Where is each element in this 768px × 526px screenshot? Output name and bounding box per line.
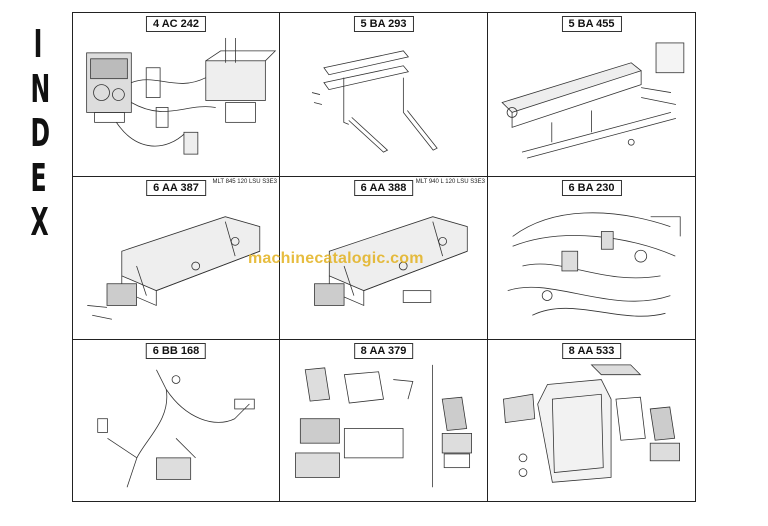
chassis-diagram — [75, 197, 277, 335]
index-cell-engine[interactable]: 4 AC 242 — [73, 13, 280, 177]
watermark: machinecatalogic.com — [248, 250, 424, 267]
hydraulic-diagram — [490, 197, 693, 335]
index-letter: N — [30, 66, 51, 111]
index-cell-chassis-940[interactable]: 6 AA 388 MLT 940 L 120 LSU S3E3 — [280, 177, 488, 340]
index-cell-seat[interactable]: 8 AA 379 — [280, 340, 488, 501]
index-letter: X — [30, 200, 49, 244]
index-cell-boom[interactable]: 5 BA 455 — [488, 13, 695, 177]
index-cell-chassis-845[interactable]: 6 AA 387 MLT 845 120 LSU S3E3 — [73, 177, 280, 340]
part-code-label: 8 AA 533 — [561, 343, 622, 359]
part-code-label: 8 AA 379 — [353, 343, 414, 359]
model-subtitle: MLT 940 L 120 LSU S3E3 — [415, 179, 485, 185]
parts-index-grid: 4 AC 242 5 BA 293 — [72, 12, 696, 502]
part-code-label: 5 BA 293 — [353, 16, 414, 32]
forks-diagram — [282, 33, 485, 172]
cab-diagram — [490, 360, 693, 497]
part-code-label: 6 BB 168 — [145, 343, 207, 359]
chassis-diagram — [282, 197, 485, 335]
index-letter: I — [33, 22, 43, 66]
index-cell-cab[interactable]: 8 AA 533 — [488, 340, 695, 501]
index-cell-forks[interactable]: 5 BA 293 — [280, 13, 488, 177]
model-subtitle: MLT 845 120 LSU S3E3 — [212, 179, 278, 185]
index-letter: D — [30, 111, 51, 155]
part-code-label: 4 AC 242 — [145, 16, 207, 32]
part-code-label: 5 BA 455 — [561, 16, 622, 32]
boom-diagram — [490, 33, 693, 172]
index-letter: E — [30, 155, 47, 200]
part-code-label: 6 BA 230 — [561, 180, 622, 196]
index-vertical-title: I N D E X — [26, 22, 51, 245]
index-cell-hydraulics[interactable]: 6 BA 230 — [488, 177, 695, 340]
part-code-label: 6 AA 387 — [146, 180, 206, 196]
part-code-label: 6 AA 388 — [353, 180, 414, 196]
seat-diagram — [282, 360, 485, 497]
index-cell-electrical[interactable]: 6 BB 168 — [73, 340, 280, 501]
engine-diagram — [75, 33, 277, 172]
electrical-diagram — [75, 360, 277, 497]
